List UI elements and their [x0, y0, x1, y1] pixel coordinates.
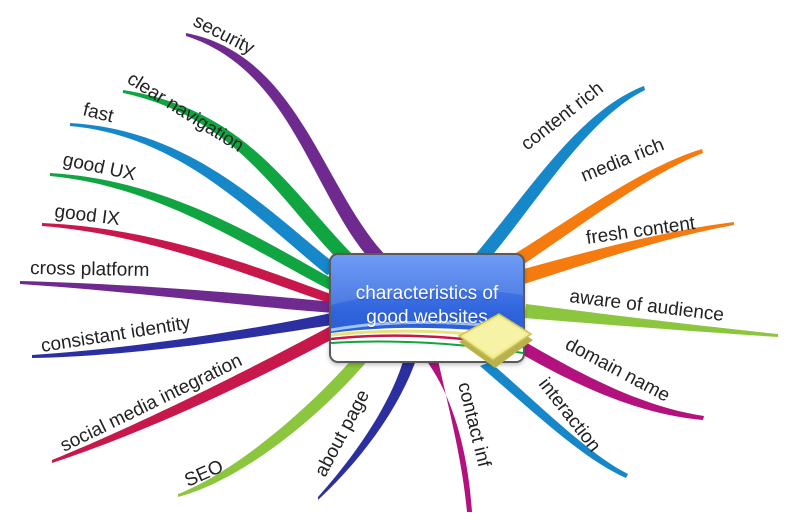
branch-label-fast: fast [81, 99, 116, 127]
branch-interaction: interaction [480, 362, 628, 478]
branch-label-content-rich: content rich [517, 78, 607, 155]
branch-label-cross-platform: cross platform [30, 258, 150, 281]
sticky-note-icon[interactable] [455, 312, 535, 372]
central-topic-title: characteristics of good websites [331, 282, 523, 330]
branch-aware-of-audience: aware of audience [524, 286, 778, 337]
central-title-line1: characteristics of [355, 283, 499, 304]
branch-label-clear-navigation: clear navigation [123, 68, 247, 156]
central-title-line2: good websites [366, 307, 488, 328]
branch-label-social-media-integration: social media integration [57, 350, 246, 456]
branch-about-page: about page [311, 358, 416, 500]
branch-contact-inf: contact inf [426, 360, 495, 512]
branch-fresh-content: fresh content [520, 213, 734, 284]
branch-cross-platform: cross platform [20, 258, 335, 313]
branch-label-media-rich: media rich [578, 134, 667, 186]
